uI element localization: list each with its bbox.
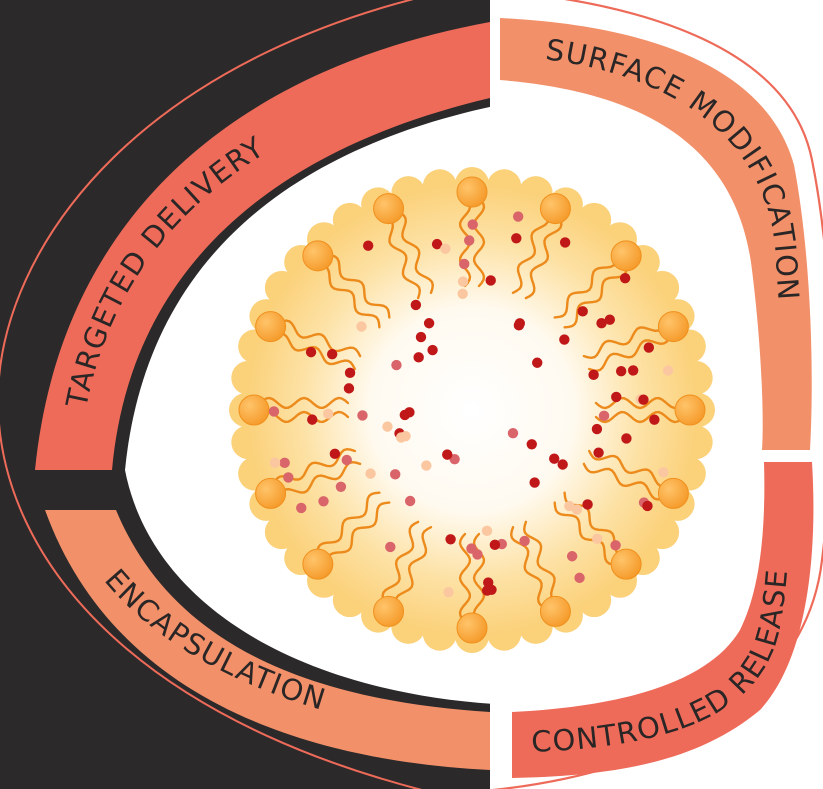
drug-molecule bbox=[482, 526, 492, 536]
drug-molecule bbox=[296, 503, 306, 513]
drug-molecule bbox=[620, 273, 630, 283]
drug-molecule bbox=[382, 421, 392, 431]
drug-molecule bbox=[592, 534, 602, 544]
drug-molecule bbox=[588, 370, 598, 380]
drug-molecule bbox=[356, 321, 366, 331]
lipid-head bbox=[658, 312, 688, 342]
drug-molecule bbox=[307, 414, 317, 424]
drug-molecule bbox=[610, 540, 620, 550]
lipid-head bbox=[611, 241, 641, 271]
drug-molecule bbox=[318, 496, 328, 506]
drug-molecule bbox=[519, 536, 529, 546]
lipid-head bbox=[239, 395, 269, 425]
drug-molecule bbox=[279, 458, 289, 468]
drug-molecule bbox=[464, 235, 474, 245]
drug-molecule bbox=[391, 360, 401, 370]
lipid-head bbox=[540, 596, 570, 626]
drug-molecule bbox=[421, 460, 431, 470]
lipid-head bbox=[256, 312, 286, 342]
drug-molecule bbox=[532, 358, 542, 368]
drug-molecule bbox=[400, 410, 410, 420]
drug-molecule bbox=[593, 447, 603, 457]
drug-molecule bbox=[459, 259, 469, 269]
drug-molecule bbox=[511, 233, 521, 243]
drug-molecule bbox=[577, 306, 587, 316]
drug-molecule bbox=[599, 411, 609, 421]
drug-molecule bbox=[508, 428, 518, 438]
drug-molecule bbox=[611, 392, 621, 402]
drug-molecule bbox=[515, 318, 525, 328]
lipid-head bbox=[256, 478, 286, 508]
drug-molecule bbox=[323, 409, 333, 419]
drug-molecule bbox=[400, 431, 410, 441]
drug-molecule bbox=[443, 587, 453, 597]
lipid-head bbox=[303, 549, 333, 579]
drug-molecule bbox=[344, 383, 354, 393]
drug-molecule bbox=[644, 342, 654, 352]
drug-molecule bbox=[336, 482, 346, 492]
drug-molecule bbox=[363, 240, 373, 250]
lipid-head bbox=[374, 596, 404, 626]
drug-molecule bbox=[442, 449, 452, 459]
drug-molecule bbox=[621, 433, 631, 443]
drug-molecule bbox=[345, 368, 355, 378]
drug-molecule bbox=[411, 300, 421, 310]
drug-molecule bbox=[327, 349, 337, 359]
drug-molecule bbox=[549, 453, 559, 463]
lipid-head bbox=[303, 241, 333, 271]
drug-molecule bbox=[269, 406, 279, 416]
drug-molecule bbox=[357, 410, 367, 420]
drug-molecule bbox=[306, 347, 316, 357]
drug-molecule bbox=[390, 469, 400, 479]
drug-molecule bbox=[416, 332, 426, 342]
drug-molecule bbox=[342, 455, 352, 465]
drug-molecule bbox=[457, 289, 467, 299]
drug-molecule bbox=[658, 467, 668, 477]
drug-molecule bbox=[560, 237, 570, 247]
drug-molecule bbox=[283, 472, 293, 482]
drug-molecule bbox=[649, 414, 659, 424]
drug-molecule bbox=[559, 334, 569, 344]
drug-molecule bbox=[365, 468, 375, 478]
lipid-head bbox=[457, 613, 487, 643]
drug-molecule bbox=[638, 395, 648, 405]
lipid-head bbox=[658, 478, 688, 508]
drug-molecule bbox=[642, 501, 652, 511]
drug-molecule bbox=[424, 318, 434, 328]
drug-molecule bbox=[466, 543, 476, 553]
drug-molecule bbox=[574, 573, 584, 583]
drug-molecule bbox=[605, 315, 615, 325]
lipid-head bbox=[611, 549, 641, 579]
drug-molecule bbox=[529, 477, 539, 487]
drug-molecule bbox=[490, 540, 500, 550]
drug-molecule bbox=[557, 459, 567, 469]
drug-molecule bbox=[405, 496, 415, 506]
lipid-head bbox=[374, 194, 404, 224]
drug-molecule bbox=[270, 457, 280, 467]
drug-molecule bbox=[582, 499, 592, 509]
drug-molecule bbox=[564, 501, 574, 511]
drug-molecule bbox=[486, 585, 496, 595]
lipid-head bbox=[675, 395, 705, 425]
drug-molecule bbox=[527, 439, 537, 449]
drug-molecule bbox=[486, 275, 496, 285]
lipid-head bbox=[540, 194, 570, 224]
drug-molecule bbox=[592, 424, 602, 434]
drug-molecule bbox=[385, 542, 395, 552]
drug-molecule bbox=[413, 352, 423, 362]
drug-molecule bbox=[458, 276, 468, 286]
drug-molecule bbox=[330, 449, 340, 459]
drug-molecule bbox=[628, 365, 638, 375]
drug-molecule bbox=[616, 366, 626, 376]
lipid-head bbox=[457, 177, 487, 207]
drug-molecule bbox=[513, 211, 523, 221]
drug-molecule bbox=[445, 534, 455, 544]
drug-molecule bbox=[427, 345, 437, 355]
drug-molecule bbox=[663, 365, 673, 375]
drug-molecule bbox=[468, 219, 478, 229]
drug-molecule bbox=[440, 244, 450, 254]
drug-molecule bbox=[567, 551, 577, 561]
